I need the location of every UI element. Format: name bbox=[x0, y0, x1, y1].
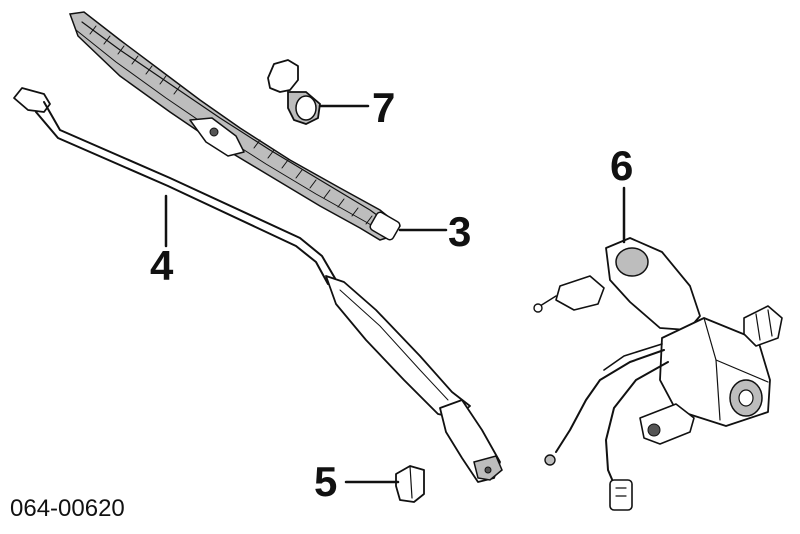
callout-7: 7 bbox=[372, 84, 395, 131]
callout-4: 4 bbox=[150, 242, 174, 289]
wiper-arm bbox=[13, 87, 503, 483]
part-number: 064-00620 bbox=[10, 495, 125, 522]
leader-lines bbox=[164, 104, 626, 484]
wiper-blade bbox=[68, 11, 402, 241]
grommet-cap bbox=[267, 59, 321, 125]
callout-3: 3 bbox=[448, 208, 471, 255]
small-cap bbox=[395, 465, 425, 503]
callout-5: 5 bbox=[314, 458, 337, 505]
wiper-motor bbox=[533, 237, 783, 511]
callout-6: 6 bbox=[610, 142, 633, 189]
